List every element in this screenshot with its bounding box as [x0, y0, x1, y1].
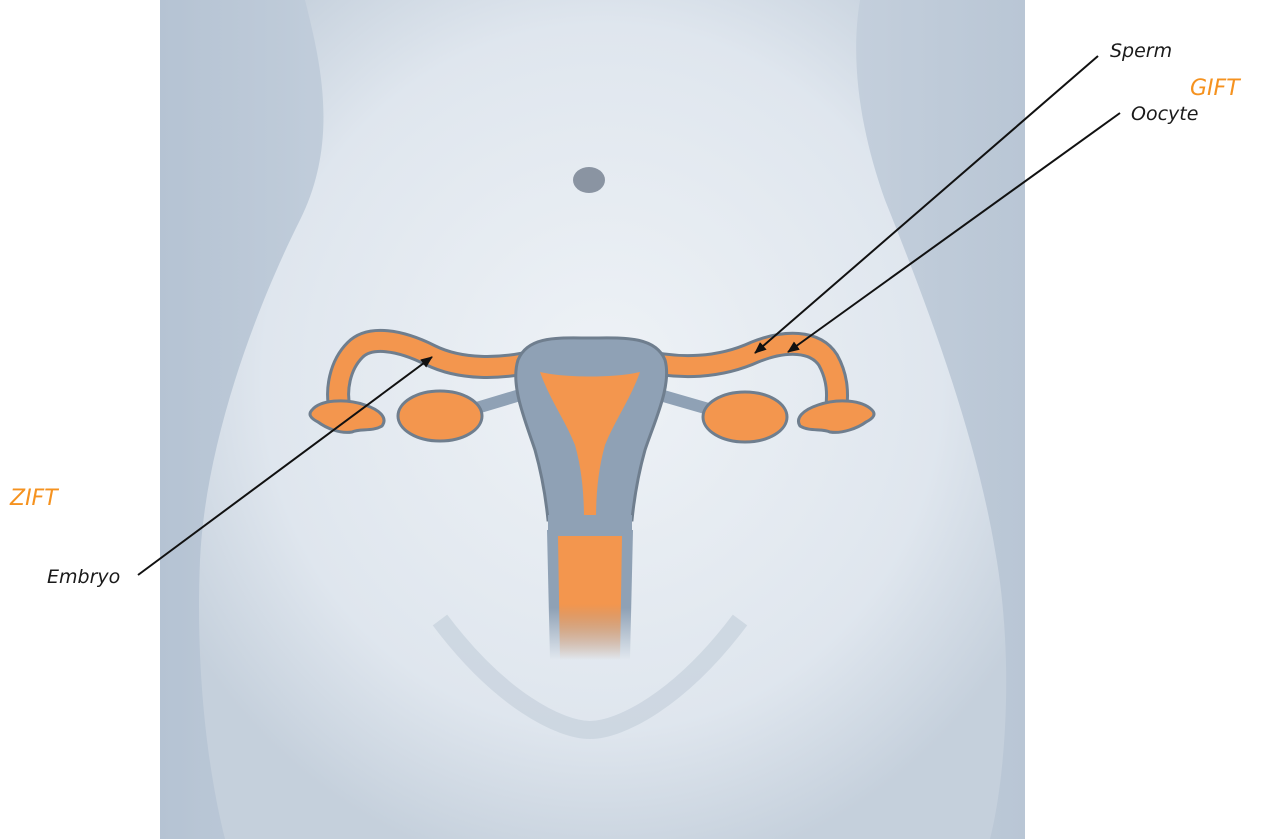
oocyte-label: Oocyte: [1131, 103, 1198, 125]
right-ovary: [703, 392, 787, 442]
sperm-label: Sperm: [1110, 40, 1172, 62]
navel: [573, 167, 605, 193]
zift-label: ZIFT: [10, 486, 58, 511]
vaginal-canal: [558, 536, 622, 660]
embryo-label: Embryo: [47, 566, 120, 588]
left-ovary: [398, 391, 482, 441]
gift-label: GIFT: [1190, 76, 1240, 101]
